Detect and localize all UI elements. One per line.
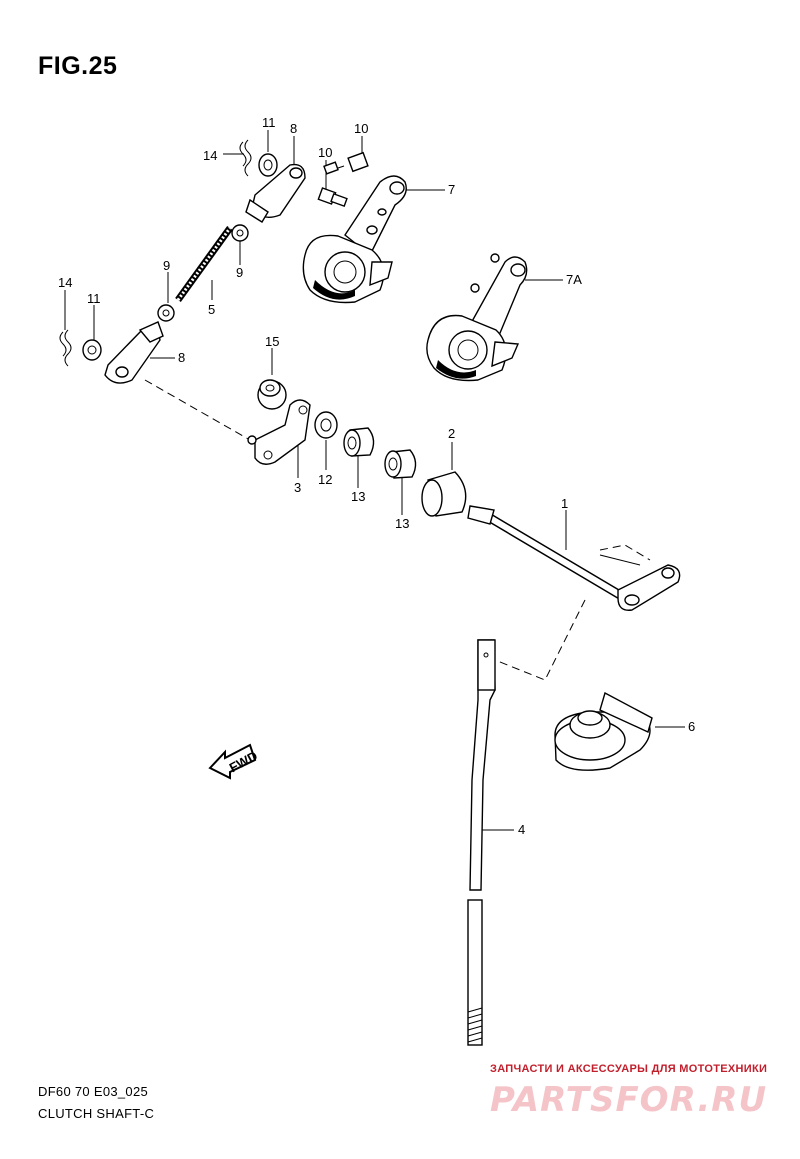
figure-caption-model: DF60 70 E03_025 [38, 1084, 149, 1099]
part-14-clip-lower [59, 329, 72, 367]
callout-3: 3 [294, 480, 301, 495]
part-6-grommet [554, 691, 653, 771]
part-7-cam-lever [302, 175, 407, 304]
figure-title: FIG.25 [38, 52, 118, 80]
callout-7a: 7A [566, 272, 582, 287]
callout-4: 4 [518, 822, 525, 837]
part-4-rod [467, 639, 496, 1046]
callout-11-lower: 11 [87, 291, 101, 306]
callout-5: 5 [208, 302, 215, 317]
part-12-washer [314, 411, 338, 439]
callout-9-lower: 9 [163, 258, 170, 273]
callout-10-right: 10 [354, 121, 368, 136]
part-8-lever-upper [245, 163, 306, 223]
part-3-bracket [247, 399, 311, 465]
part-10-bolt-a [323, 151, 369, 175]
part-10-bolt-b [317, 187, 348, 208]
part-11-washer-upper [258, 153, 278, 177]
callout-7: 7 [448, 182, 455, 197]
callout-12: 12 [318, 472, 332, 487]
callout-6: 6 [688, 719, 695, 734]
watermark-logo: PARTSFOR.RU [490, 1080, 768, 1120]
callout-10-left: 10 [318, 145, 332, 160]
callout-8-lower: 8 [178, 350, 185, 365]
part-9-nut-lower [157, 304, 175, 322]
part-9-nut-upper [231, 224, 249, 242]
callout-2: 2 [448, 426, 455, 441]
part-5-threaded-rod [175, 225, 233, 303]
callout-13-left: 13 [351, 489, 365, 504]
fwd-label: FWD [227, 748, 260, 775]
callout-9-upper: 9 [236, 265, 243, 280]
callout-15: 15 [265, 334, 279, 349]
watermark-tagline: ЗАПЧАСТИ И АКСЕССУАРЫ ДЛЯ МОТОТЕХНИКИ [490, 1063, 768, 1075]
callout-13-right: 13 [395, 516, 409, 531]
part-15-bushing [257, 379, 287, 410]
part-1-shaft [467, 505, 681, 611]
part-11-washer-lower [82, 339, 102, 361]
callout-11-upper: 11 [262, 115, 276, 130]
callout-labels: 14 11 8 10 10 7 7A 9 9 5 14 11 8 15 3 12… [58, 115, 695, 837]
figure-caption-name: CLUTCH SHAFT-C [38, 1106, 155, 1121]
part-13-bushing-b [384, 449, 417, 479]
part-7a-cam-lever [426, 253, 528, 382]
callout-14-upper: 14 [203, 148, 217, 163]
part-2-collar [421, 471, 467, 517]
part-14-clip-upper [239, 139, 252, 177]
leader-lines [64, 130, 685, 831]
part-8-lever-lower [104, 321, 164, 384]
part-13-bushing-a [343, 427, 375, 457]
callout-14-lower: 14 [58, 275, 72, 290]
callout-8-upper: 8 [290, 121, 297, 136]
fwd-arrow-icon: FWD [208, 743, 260, 780]
callout-1: 1 [561, 496, 568, 511]
